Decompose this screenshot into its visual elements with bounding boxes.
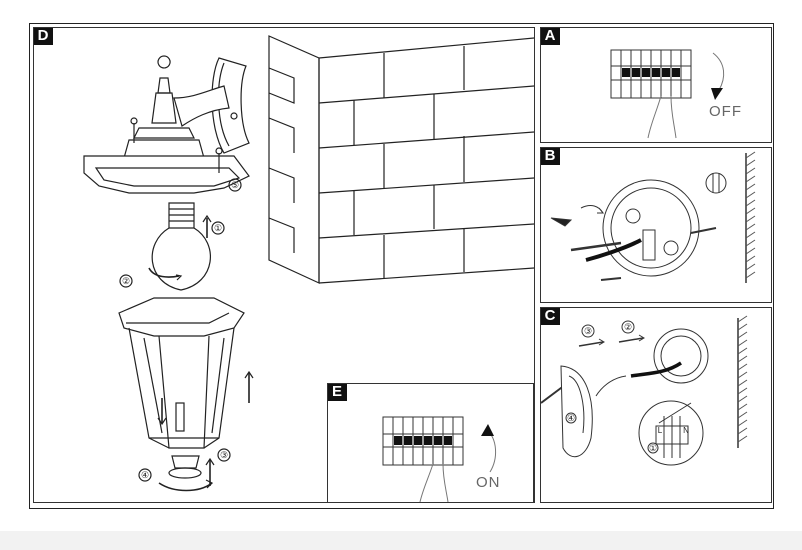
panel-b-tag: B <box>541 148 560 165</box>
wiring-illustration: ③ ② ④ ① L N <box>541 315 748 466</box>
step-5-marker: ⑤ <box>231 180 239 190</box>
panel-c: C <box>540 307 772 503</box>
panel-d-illustration: ① ② ③ ④ ⑤ <box>83 35 534 492</box>
breaker-on-illustration <box>382 416 496 502</box>
panel-b: B <box>540 147 772 303</box>
panel-a-tag: A <box>541 28 560 45</box>
c-step-2-marker: ② <box>624 322 632 332</box>
step-4-marker: ④ <box>141 470 149 480</box>
step-3-marker: ③ <box>220 450 228 460</box>
terminal-n-label: N <box>683 426 689 435</box>
switch-off-label: OFF <box>709 103 742 120</box>
panel-c-tag: C <box>541 308 560 325</box>
switch-on-label: ON <box>476 474 501 491</box>
step-1-marker: ① <box>214 223 222 233</box>
instruction-sheet: D <box>29 23 774 509</box>
mounting-plate-illustration <box>550 151 756 283</box>
bottom-bar <box>0 531 802 550</box>
panel-a: A OFF <box>540 27 772 143</box>
c-step-3-marker: ③ <box>584 326 592 336</box>
panel-e: E ON <box>327 383 534 502</box>
c-step-1-marker: ① <box>649 443 657 453</box>
step-2-marker: ② <box>122 276 130 286</box>
breaker-off-illustration <box>610 49 725 139</box>
c-step-4-marker: ④ <box>567 413 575 423</box>
panel-d-tag: D <box>34 28 53 45</box>
panel-d: D <box>33 27 535 503</box>
terminal-l-label: L <box>658 426 663 435</box>
panel-e-tag: E <box>328 384 347 401</box>
